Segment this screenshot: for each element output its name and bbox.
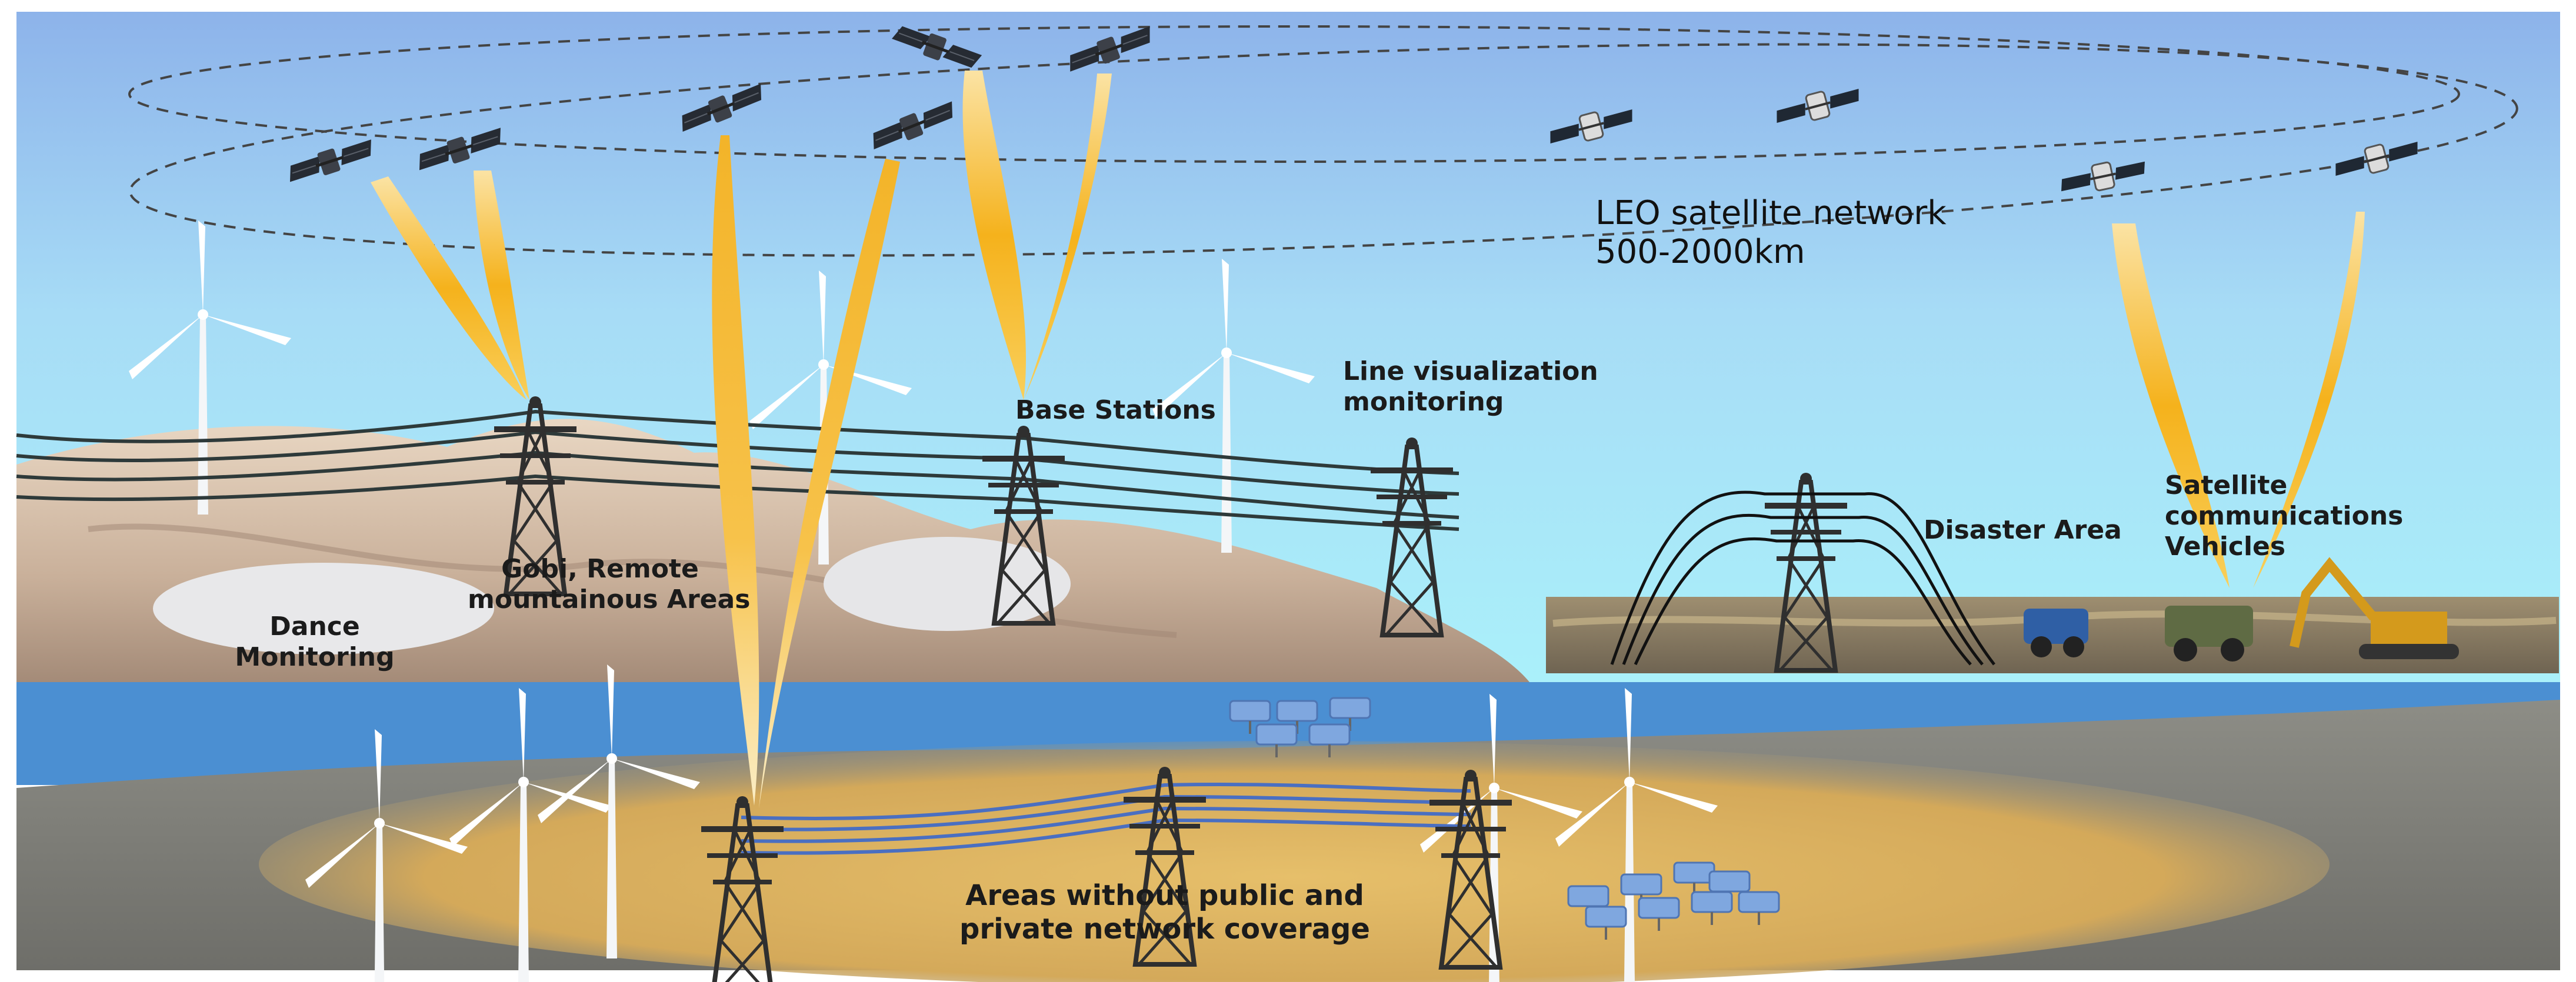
satellite-vehicles-label: Satellite communications Vehicles <box>2165 470 2403 562</box>
line-vis-line2: monitoring <box>1343 386 1504 417</box>
dance-line2: Monitoring <box>235 642 395 672</box>
signal-beams <box>371 71 2365 809</box>
gobi-label: Gobi, Remote mountainous Areas <box>468 554 751 615</box>
no-coverage-label: Areas without public and private network… <box>953 879 1377 946</box>
vehicle-icon <box>2165 606 2253 662</box>
leo-label-line2: 500-2000km <box>1595 233 1805 272</box>
leo-label-line1: LEO satellite network <box>1595 194 1947 232</box>
areas-line1: Areas without public and <box>965 879 1364 912</box>
disaster-area-label: Disaster Area <box>1924 515 2122 545</box>
power-lines <box>16 409 1459 531</box>
leo-network-label: LEO satellite network 500-2000km <box>1595 194 1947 272</box>
satcom-line2: communications <box>2165 500 2404 531</box>
areas-line2: private network coverage <box>959 912 1370 946</box>
dance-monitoring-area <box>153 563 494 654</box>
disaster-lines <box>1610 490 1995 666</box>
orbit-ring <box>128 25 2460 163</box>
dance-line1: Dance <box>269 612 360 642</box>
dance-monitoring-label: Dance Monitoring <box>224 612 406 673</box>
line-vis-line1: Line visualization <box>1343 356 1598 386</box>
orbit-ring <box>129 43 2518 257</box>
satcom-line1: Satellite <box>2165 470 2288 500</box>
gobi-line2: mountainous Areas <box>468 584 751 614</box>
gobi-line1: Gobi, Remote <box>501 554 699 584</box>
sand-area <box>259 741 2330 982</box>
base-stations-label: Base Stations <box>1015 395 1216 425</box>
line-visualization-label: Line visualization monitoring <box>1343 356 1598 417</box>
excavator-icon <box>2290 557 2459 659</box>
satcom-line3: Vehicles <box>2165 531 2286 562</box>
vehicle-icon <box>2024 609 2088 657</box>
